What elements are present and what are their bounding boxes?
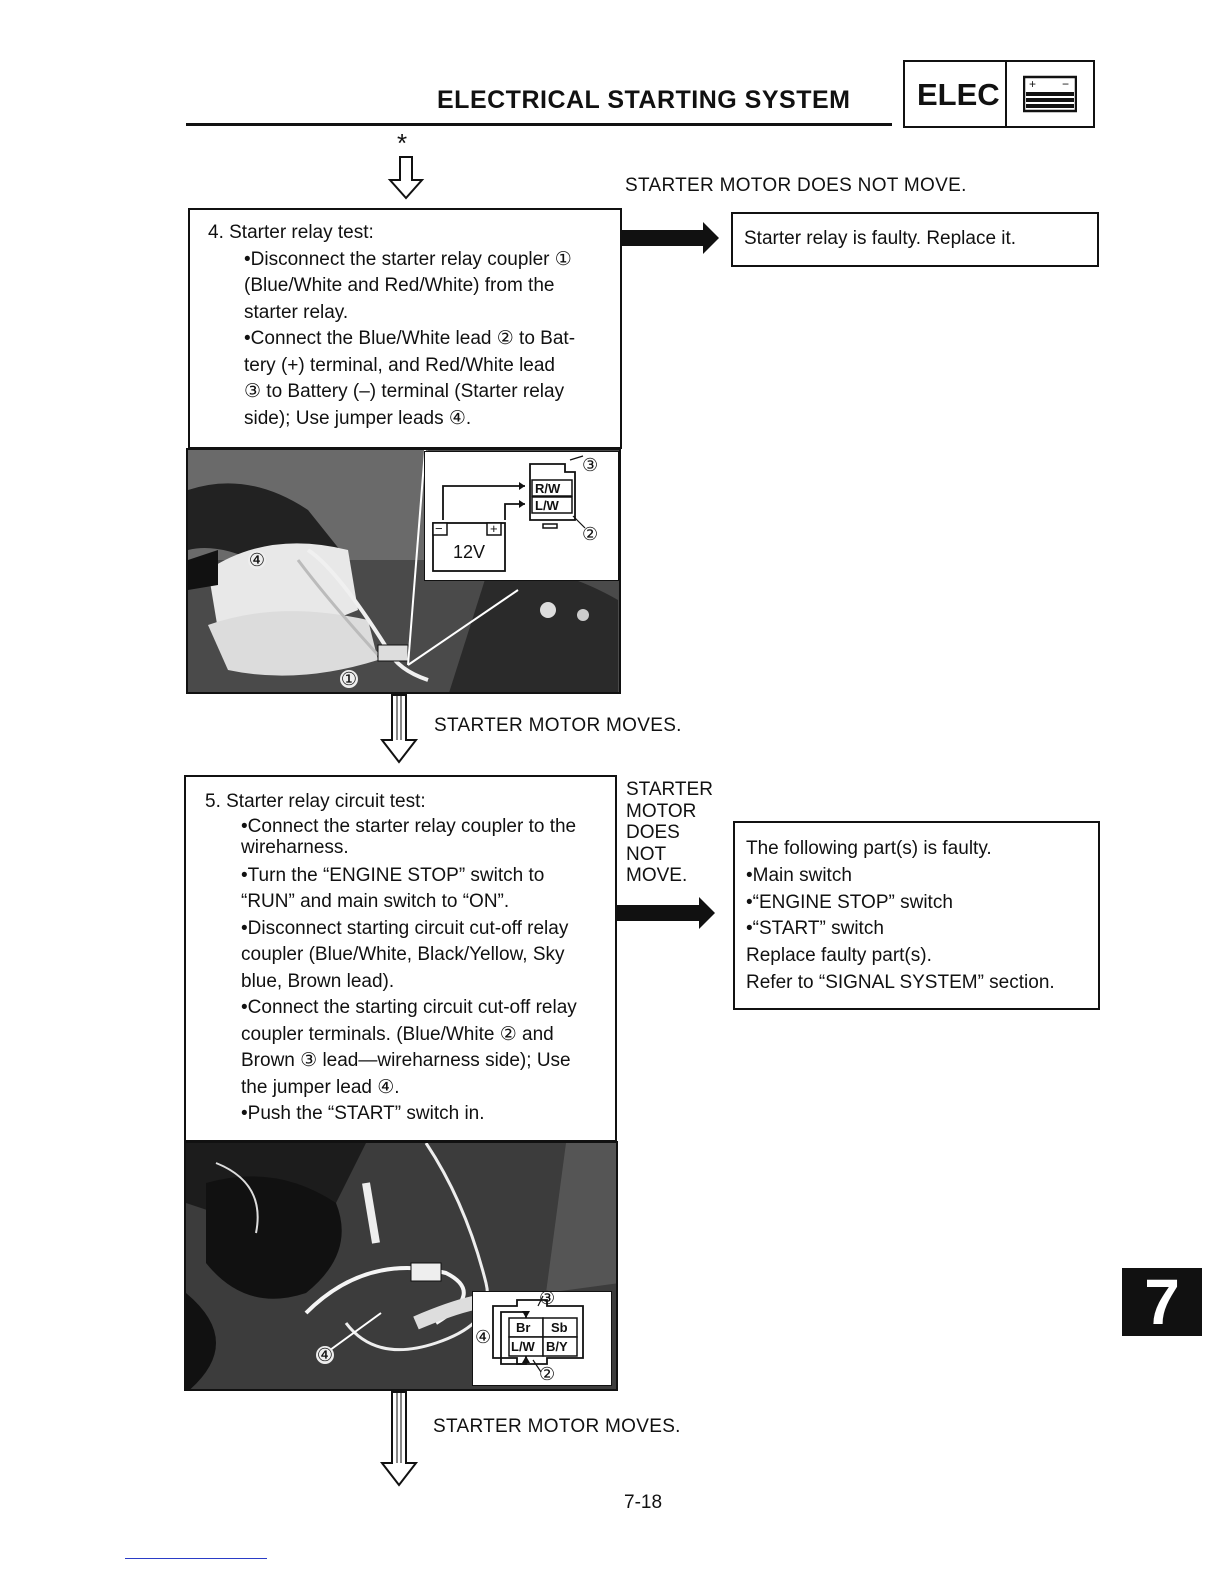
terminal-label-br: Br	[516, 1320, 530, 1335]
step4-line: starter relay.	[244, 300, 613, 327]
terminal-label-sb: Sb	[551, 1320, 568, 1335]
step5-photo: Br Sb L/W B/Y ③ ② ④ ④	[184, 1141, 618, 1391]
step5-fail-result: The following part(s) is faulty. •Main s…	[746, 836, 1055, 997]
photo-callout-4: ④	[316, 1346, 334, 1364]
terminal-label-rw: R/W	[535, 481, 560, 496]
step5-line: coupler terminals. (Blue/White ② and	[241, 1022, 610, 1049]
page-number: 7-18	[624, 1492, 662, 1514]
flow-down-arrow	[386, 156, 426, 200]
page-title: ELECTRICAL STARTING SYSTEM	[437, 86, 850, 115]
callout-2: ②	[582, 524, 598, 545]
svg-text:−: −	[1062, 77, 1069, 91]
step5-fail-result-line: •“ENGINE STOP” switch	[746, 890, 1055, 917]
step4-line: ③ to Battery (–) terminal (Starter relay	[244, 379, 613, 406]
step4-fail-result-box: Starter relay is faulty. Replace it.	[731, 212, 1099, 267]
step5-fail-result-line: •Main switch	[746, 863, 1055, 890]
step5-fail-label-line: DOES	[626, 822, 713, 844]
step5-instruction-box: 5. Starter relay circuit test: •Connect …	[184, 775, 617, 1142]
step5-fail-label-line: MOVE.	[626, 865, 713, 887]
terminal-label-lw: L/W	[511, 1339, 535, 1354]
battery-icon: + −	[1023, 74, 1077, 114]
step5-pass-arrow	[380, 1391, 420, 1487]
step5-line: Brown ③ lead—wireharness side); Use	[241, 1048, 610, 1075]
step4-photo: R/W L/W − + 12V ③ ② ④ ①	[186, 448, 621, 694]
step4-fail-result: Starter relay is faulty. Replace it.	[744, 228, 1016, 250]
step4-instruction-box: 4. Starter relay test: •Disconnect the s…	[188, 208, 622, 449]
step5-pass-label: STARTER MOTOR MOVES.	[433, 1416, 681, 1438]
step5-line: •Disconnect starting circuit cut-off rel…	[241, 916, 610, 943]
step5-fail-arrow	[615, 895, 717, 933]
callout-3: ③	[539, 1288, 555, 1309]
step5-fail-label-line: STARTER	[626, 779, 713, 801]
step4-instructions: •Disconnect the starter relay coupler ① …	[208, 247, 613, 433]
footer-rule	[125, 1558, 267, 1559]
step5-coupler-diagram: Br Sb L/W B/Y ③ ② ④	[472, 1291, 612, 1386]
photo-callout-1: ①	[340, 670, 358, 688]
step4-fail-label: STARTER MOTOR DOES NOT MOVE.	[625, 175, 967, 197]
step5-line: •Push the “START” switch in.	[241, 1101, 610, 1128]
step4-fail-arrow	[621, 220, 721, 258]
section-code: ELEC	[917, 77, 1000, 113]
step4-wiring-diagram: R/W L/W − + 12V ③ ②	[424, 451, 619, 581]
battery-minus-label: −	[435, 521, 443, 536]
step5-line: coupler (Blue/White, Black/Yellow, Sky	[241, 942, 610, 969]
step5-fail-label: STARTER MOTOR DOES NOT MOVE.	[626, 779, 713, 887]
step5-line: the jumper lead ④.	[241, 1075, 610, 1102]
step5-line: wireharness.	[241, 837, 610, 858]
battery-voltage-label: 12V	[453, 542, 485, 563]
battery-plus-label: +	[490, 521, 498, 536]
step5-line: •Connect the starter relay coupler to th…	[241, 816, 610, 837]
chapter-tab: 7	[1122, 1268, 1202, 1336]
step4-title: 4. Starter relay test:	[208, 220, 613, 247]
step4-pass-label: STARTER MOTOR MOVES.	[434, 715, 682, 737]
step4-pass-arrow	[380, 694, 420, 764]
step5-line: “RUN” and main switch to “ON”.	[241, 889, 610, 916]
callout-2: ②	[539, 1364, 555, 1385]
section-badge-divider	[1005, 60, 1007, 128]
svg-text:+: +	[1029, 77, 1036, 91]
header-rule	[186, 123, 892, 126]
step5-instructions: •Connect the starter relay coupler to th…	[205, 816, 610, 1128]
step5-fail-result-line: •“START” switch	[746, 916, 1055, 943]
continuation-asterisk: *	[397, 128, 407, 159]
terminal-label-lw: L/W	[535, 498, 559, 513]
step4-line: •Disconnect the starter relay coupler ①	[244, 247, 613, 274]
callout-4: ④	[475, 1327, 491, 1348]
step4-line: •Connect the Blue/White lead ② to Bat-	[244, 326, 613, 353]
step5-fail-label-line: MOTOR	[626, 801, 713, 823]
terminal-label-by: B/Y	[546, 1339, 568, 1354]
step5-fail-result-line: The following part(s) is faulty.	[746, 836, 1055, 863]
step5-line: blue, Brown lead).	[241, 969, 610, 996]
callout-3: ③	[582, 455, 598, 476]
step4-line: side); Use jumper leads ④.	[244, 406, 613, 433]
photo-callout-4: ④	[248, 551, 266, 569]
step5-fail-result-line: Refer to “SIGNAL SYSTEM” section.	[746, 970, 1055, 997]
step4-line: (Blue/White and Red/White) from the	[244, 273, 613, 300]
step5-title: 5. Starter relay circuit test:	[205, 789, 610, 816]
step5-fail-result-box: The following part(s) is faulty. •Main s…	[733, 821, 1100, 1010]
step5-fail-label-line: NOT	[626, 844, 713, 866]
step5-line: •Turn the “ENGINE STOP” switch to	[241, 863, 610, 890]
step5-line: •Connect the starting circuit cut-off re…	[241, 995, 610, 1022]
step4-line: tery (+) terminal, and Red/White lead	[244, 353, 613, 380]
step5-fail-result-line: Replace faulty part(s).	[746, 943, 1055, 970]
